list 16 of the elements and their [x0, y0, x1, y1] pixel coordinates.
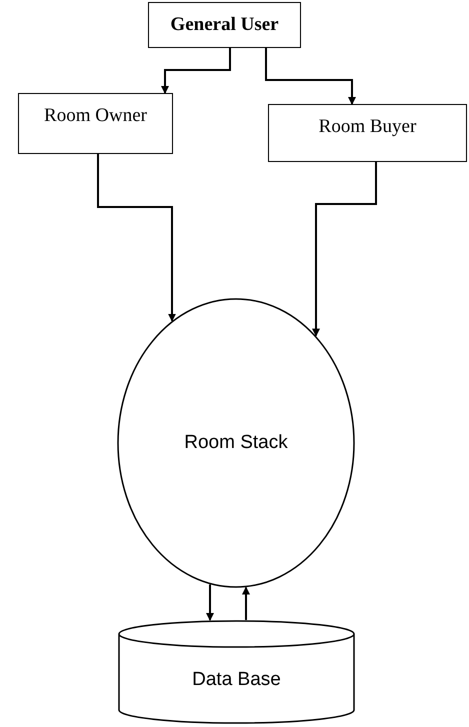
database-cylinder	[118, 620, 355, 724]
node-label: Data Base	[192, 668, 281, 692]
arrow	[97, 154, 176, 322]
arrow	[206, 584, 214, 621]
node-label: Room Buyer	[318, 115, 416, 139]
process-box	[18, 93, 173, 154]
node-label: Room Owner	[44, 104, 147, 128]
arrow	[312, 162, 377, 337]
arrow	[265, 48, 356, 105]
arrow	[161, 48, 231, 94]
process-box	[268, 104, 467, 162]
node-label: General User	[170, 13, 279, 37]
node-label: Room Stack	[184, 431, 288, 455]
arrow	[242, 586, 250, 620]
process-box	[148, 2, 301, 48]
process-circle	[117, 298, 355, 588]
